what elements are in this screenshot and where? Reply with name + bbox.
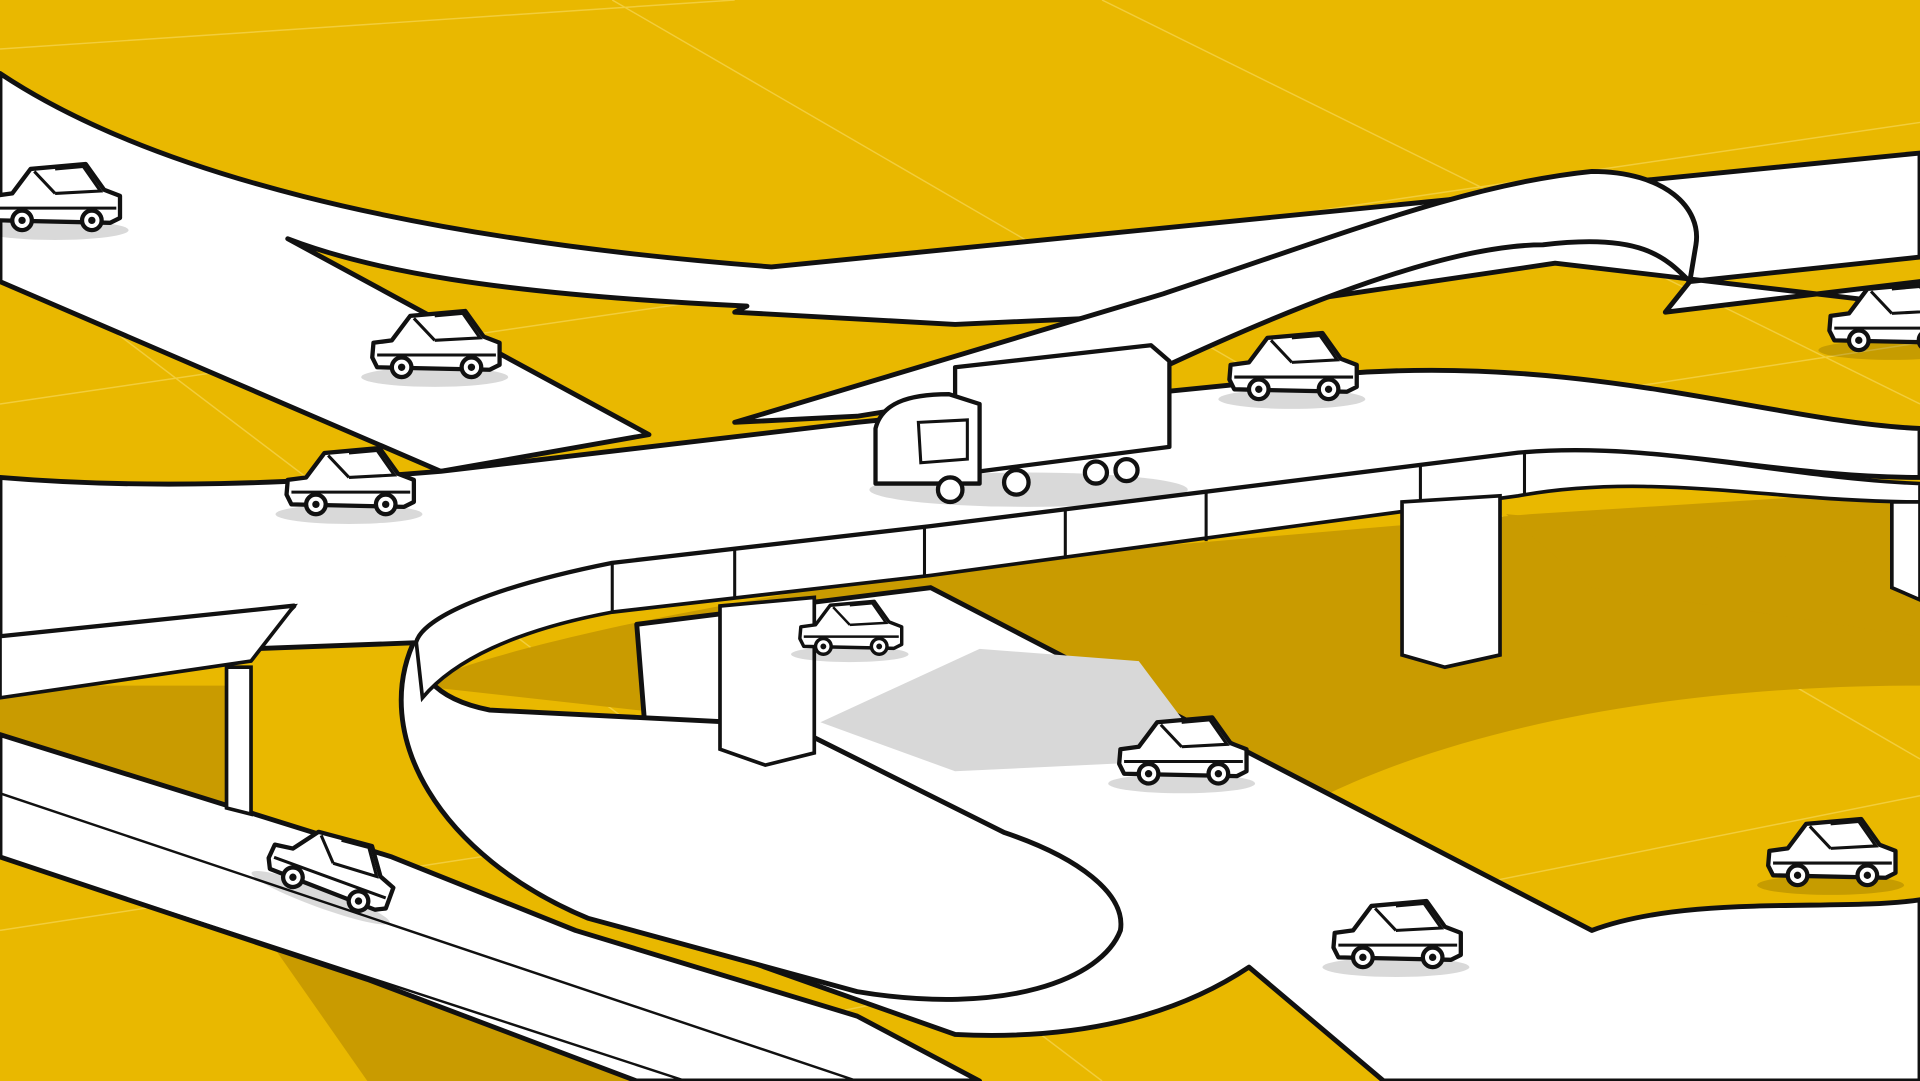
- pillars: [224, 493, 1920, 817]
- loop-ramp: [398, 634, 1124, 1002]
- underpass-shade: [820, 648, 1213, 772]
- overpass-side-face: [414, 448, 1920, 703]
- curved-ramp: [732, 168, 1700, 425]
- truck: [869, 343, 1188, 507]
- left-deck-face: [0, 603, 298, 700]
